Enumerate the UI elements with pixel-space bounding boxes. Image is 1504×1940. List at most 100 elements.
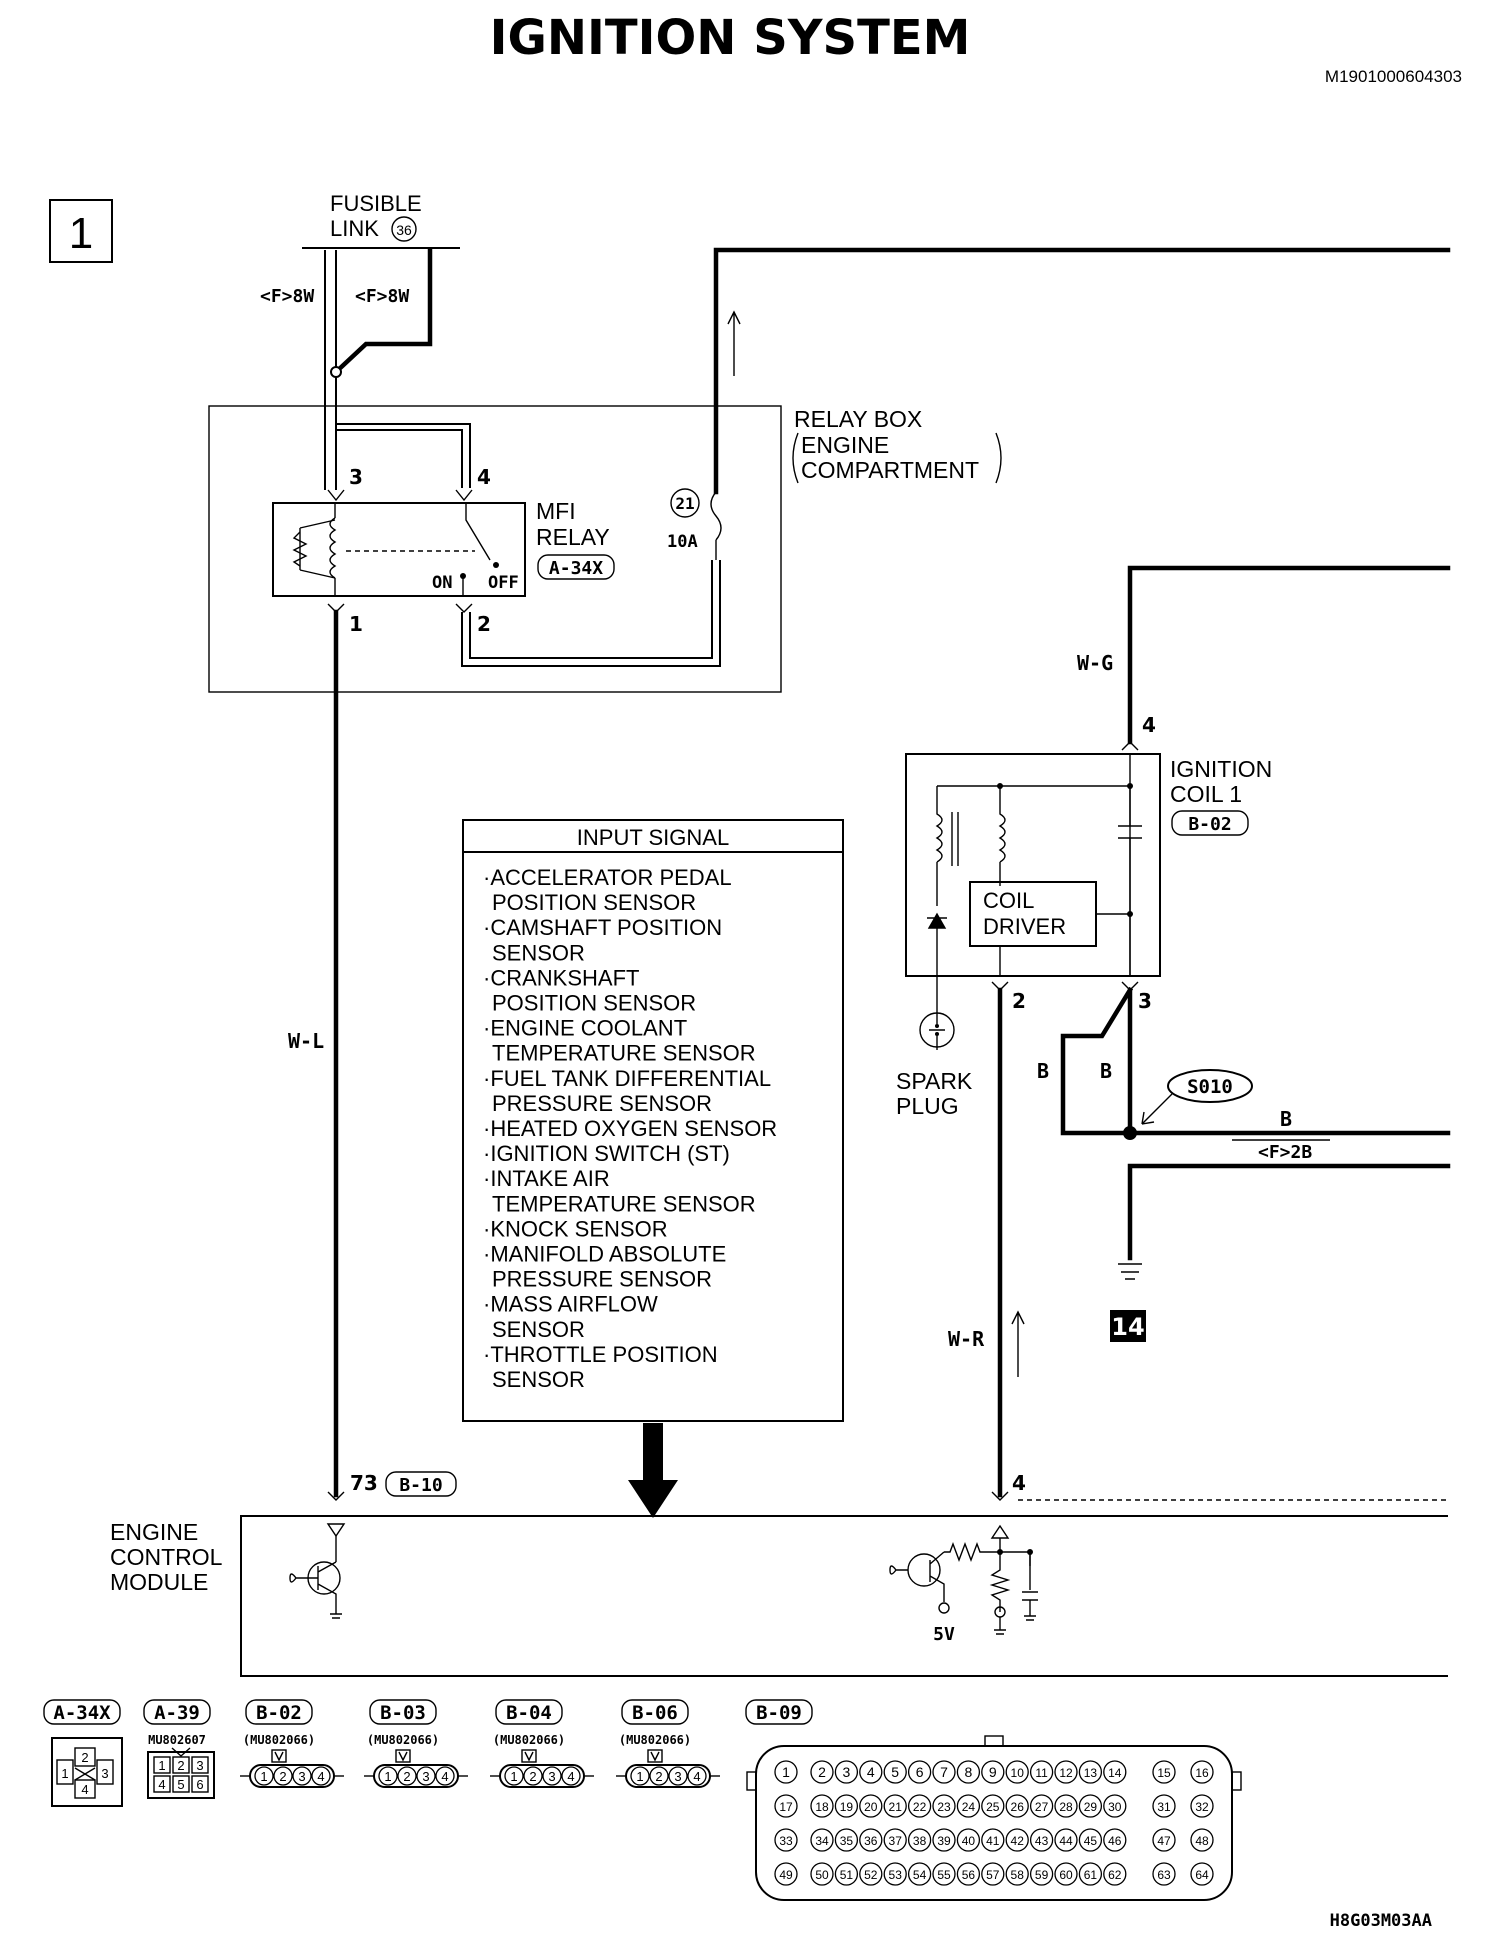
fuse-output-wire (713, 247, 1451, 495)
connector-pin: 18 (815, 1800, 829, 1814)
connector-pin: 14 (1108, 1766, 1122, 1780)
input-signal-box: INPUT SIGNAL ·ACCELERATOR PEDALPOSITION … (462, 819, 844, 1518)
connector-pin: 8 (965, 1764, 973, 1780)
mfi-relay-label-2: RELAY (536, 524, 610, 550)
connector-b-04: B-04(MU802066) (493, 1699, 565, 1747)
ignition-coil-label-1: IGNITION (1170, 756, 1272, 782)
relay-box-outline (208, 405, 782, 693)
connector-pin: 4 (317, 1769, 324, 1784)
mfi-relay-connector-box (537, 554, 615, 580)
connector-a-34x: A-34X (43, 1699, 121, 1725)
input-signal-header: INPUT SIGNAL (577, 825, 729, 850)
ecm-label-2: CONTROL (110, 1544, 223, 1570)
connector-pin: 32 (1195, 1800, 1209, 1814)
splice-label: S010 (1187, 1076, 1233, 1098)
connector-pin: 38 (913, 1834, 927, 1848)
connector-b-03: B-03 (MU802066) (367, 1699, 439, 1747)
connector-pin: 56 (962, 1868, 976, 1882)
connector-pin: 3 (548, 1769, 555, 1784)
connector-id: B-06 (632, 1702, 678, 1724)
connector-pin: 37 (889, 1834, 903, 1848)
connector-pin: 59 (1035, 1868, 1049, 1882)
input-signal-item: ·THROTTLE POSITION (483, 1342, 718, 1367)
splice-s010-dot (1123, 1126, 1137, 1140)
connector-pin: 3 (298, 1769, 305, 1784)
input-signal-item: ·HEATED OXYGEN SENSOR (483, 1116, 777, 1141)
connector-pin: 63 (1157, 1868, 1171, 1882)
connector-pin: 1 (158, 1758, 165, 1773)
input-signal-item: SENSOR (492, 1317, 585, 1342)
ecm-supply-voltage: 5V (933, 1624, 955, 1645)
relay-off-label: OFF (488, 573, 519, 593)
connector-pin: 13 (1084, 1766, 1098, 1780)
connector-pin: 62 (1108, 1868, 1122, 1882)
connector-pin: 5 (177, 1777, 184, 1792)
coil-driver-label-1: COIL (983, 888, 1034, 913)
input-signal-item: SENSOR (492, 1367, 585, 1392)
ecm-connector-box (385, 1471, 457, 1497)
ecm-outline (240, 1515, 1448, 1677)
figure-id: H8G03M03AA (1330, 1911, 1432, 1931)
connector-pin: 15 (1157, 1766, 1171, 1780)
ecm-connector: B-10 (399, 1475, 442, 1496)
wire-label-wl: W-L (288, 1029, 324, 1053)
connector-pin: 53 (889, 1868, 903, 1882)
input-signal-item: POSITION SENSOR (492, 890, 696, 915)
mfi-relay-label-1: MFI (536, 498, 576, 524)
relay-pin2-to-fuse-wire (461, 560, 721, 667)
connector-pin: 52 (864, 1868, 878, 1882)
ignition-coil-label-2: COIL 1 (1170, 781, 1242, 807)
connector-pin: 17 (779, 1800, 793, 1814)
connector-pin: 1 (510, 1769, 517, 1784)
connector-pin: 4 (567, 1769, 574, 1784)
flow-arrow-up-1 (727, 310, 741, 376)
connector-pin: 2 (529, 1769, 536, 1784)
feed-junction (330, 366, 342, 378)
connector-id: B-02 (256, 1702, 302, 1724)
connector-pin: 43 (1035, 1834, 1049, 1848)
connector-id: B-04 (506, 1702, 552, 1724)
input-signal-item: POSITION SENSOR (492, 991, 696, 1016)
fuse-rating: 10A (667, 532, 698, 552)
connector-pin: 10 (1011, 1766, 1025, 1780)
connector-part-number: (MU802066) (619, 1733, 691, 1747)
wire-label-f8w-left: <F>8W (260, 286, 314, 307)
connector-pin: 28 (1059, 1800, 1073, 1814)
connector-pin: 2 (279, 1769, 286, 1784)
connector-pin: 7 (940, 1764, 948, 1780)
relay-pin-4: 4 (477, 465, 491, 489)
connector-pin: 41 (986, 1834, 1000, 1848)
input-signal-item: PRESSURE SENSOR (492, 1091, 712, 1116)
splice-pointer (1141, 1093, 1173, 1125)
connector-pin: 31 (1157, 1800, 1171, 1814)
connector-pin: 6 (916, 1764, 924, 1780)
connector-pin: 4 (158, 1777, 165, 1792)
connector-pin: 16 (1195, 1766, 1209, 1780)
ground-icon (1118, 1263, 1142, 1280)
ecm-pin-4: 4 (1012, 1471, 1026, 1495)
wire-wg (1127, 565, 1451, 745)
wire-label-f8w-right: <F>8W (355, 286, 409, 307)
connector-pin: 51 (840, 1868, 854, 1882)
connector-id: B-09 (756, 1702, 802, 1724)
connector-id: B-03 (380, 1702, 426, 1724)
fusible-link-number: 36 (396, 222, 412, 238)
splice-label-box (1167, 1069, 1253, 1103)
connector-pin: 42 (1011, 1834, 1025, 1848)
connector-id-box (745, 1699, 813, 1725)
connector-pin: 46 (1108, 1834, 1122, 1848)
connector-pin: 26 (1011, 1800, 1025, 1814)
connector-id-box (495, 1699, 563, 1725)
connector-pin: 2 (818, 1764, 826, 1780)
connector-pin: 11 (1035, 1766, 1048, 1780)
connector-id-box (245, 1699, 313, 1725)
ecm-label-3: MODULE (110, 1569, 208, 1595)
input-signal-item: ·MASS AIRFLOW (483, 1292, 658, 1317)
connector-part-number: (MU802066) (367, 1733, 439, 1747)
